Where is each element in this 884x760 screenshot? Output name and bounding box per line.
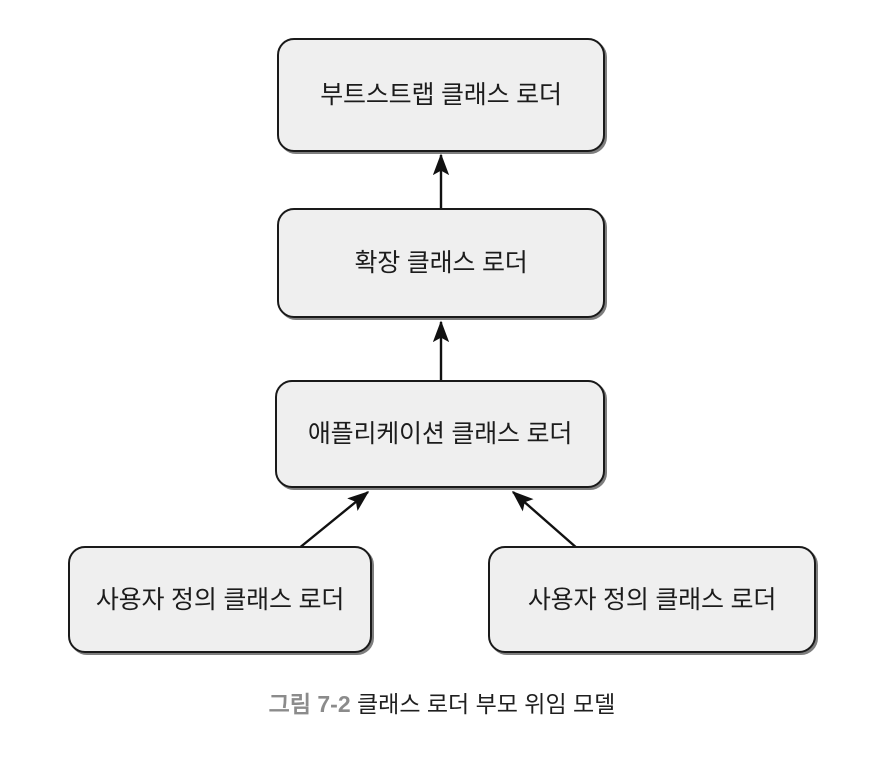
figure-caption: 그림 7-2 클래스 로더 부모 위임 모델 bbox=[0, 688, 884, 720]
node-application-class-loader[interactable]: 애플리케이션 클래스 로더 bbox=[275, 380, 605, 488]
arrow-custom-left-to-application bbox=[297, 491, 370, 550]
node-application-class-loader-label: 애플리케이션 클래스 로더 bbox=[307, 420, 573, 448]
node-bootstrap-class-loader-label: 부트스트랩 클래스 로더 bbox=[320, 81, 562, 109]
arrow-custom-right-to-application bbox=[511, 491, 579, 550]
node-bootstrap-class-loader[interactable]: 부트스트랩 클래스 로더 bbox=[277, 38, 605, 152]
node-custom-class-loader-right[interactable]: 사용자 정의 클래스 로더 bbox=[488, 546, 816, 653]
node-custom-class-loader-left-label: 사용자 정의 클래스 로더 bbox=[95, 585, 345, 614]
node-custom-class-loader-right-label: 사용자 정의 클래스 로더 bbox=[527, 585, 777, 614]
node-custom-class-loader-left[interactable]: 사용자 정의 클래스 로더 bbox=[68, 546, 372, 653]
node-extension-class-loader[interactable]: 확장 클래스 로더 bbox=[277, 208, 605, 318]
figure-caption-text: 클래스 로더 부모 위임 모델 bbox=[350, 691, 616, 717]
figure-caption-number: 그림 7-2 bbox=[268, 691, 351, 717]
node-extension-class-loader-label: 확장 클래스 로더 bbox=[354, 249, 528, 277]
